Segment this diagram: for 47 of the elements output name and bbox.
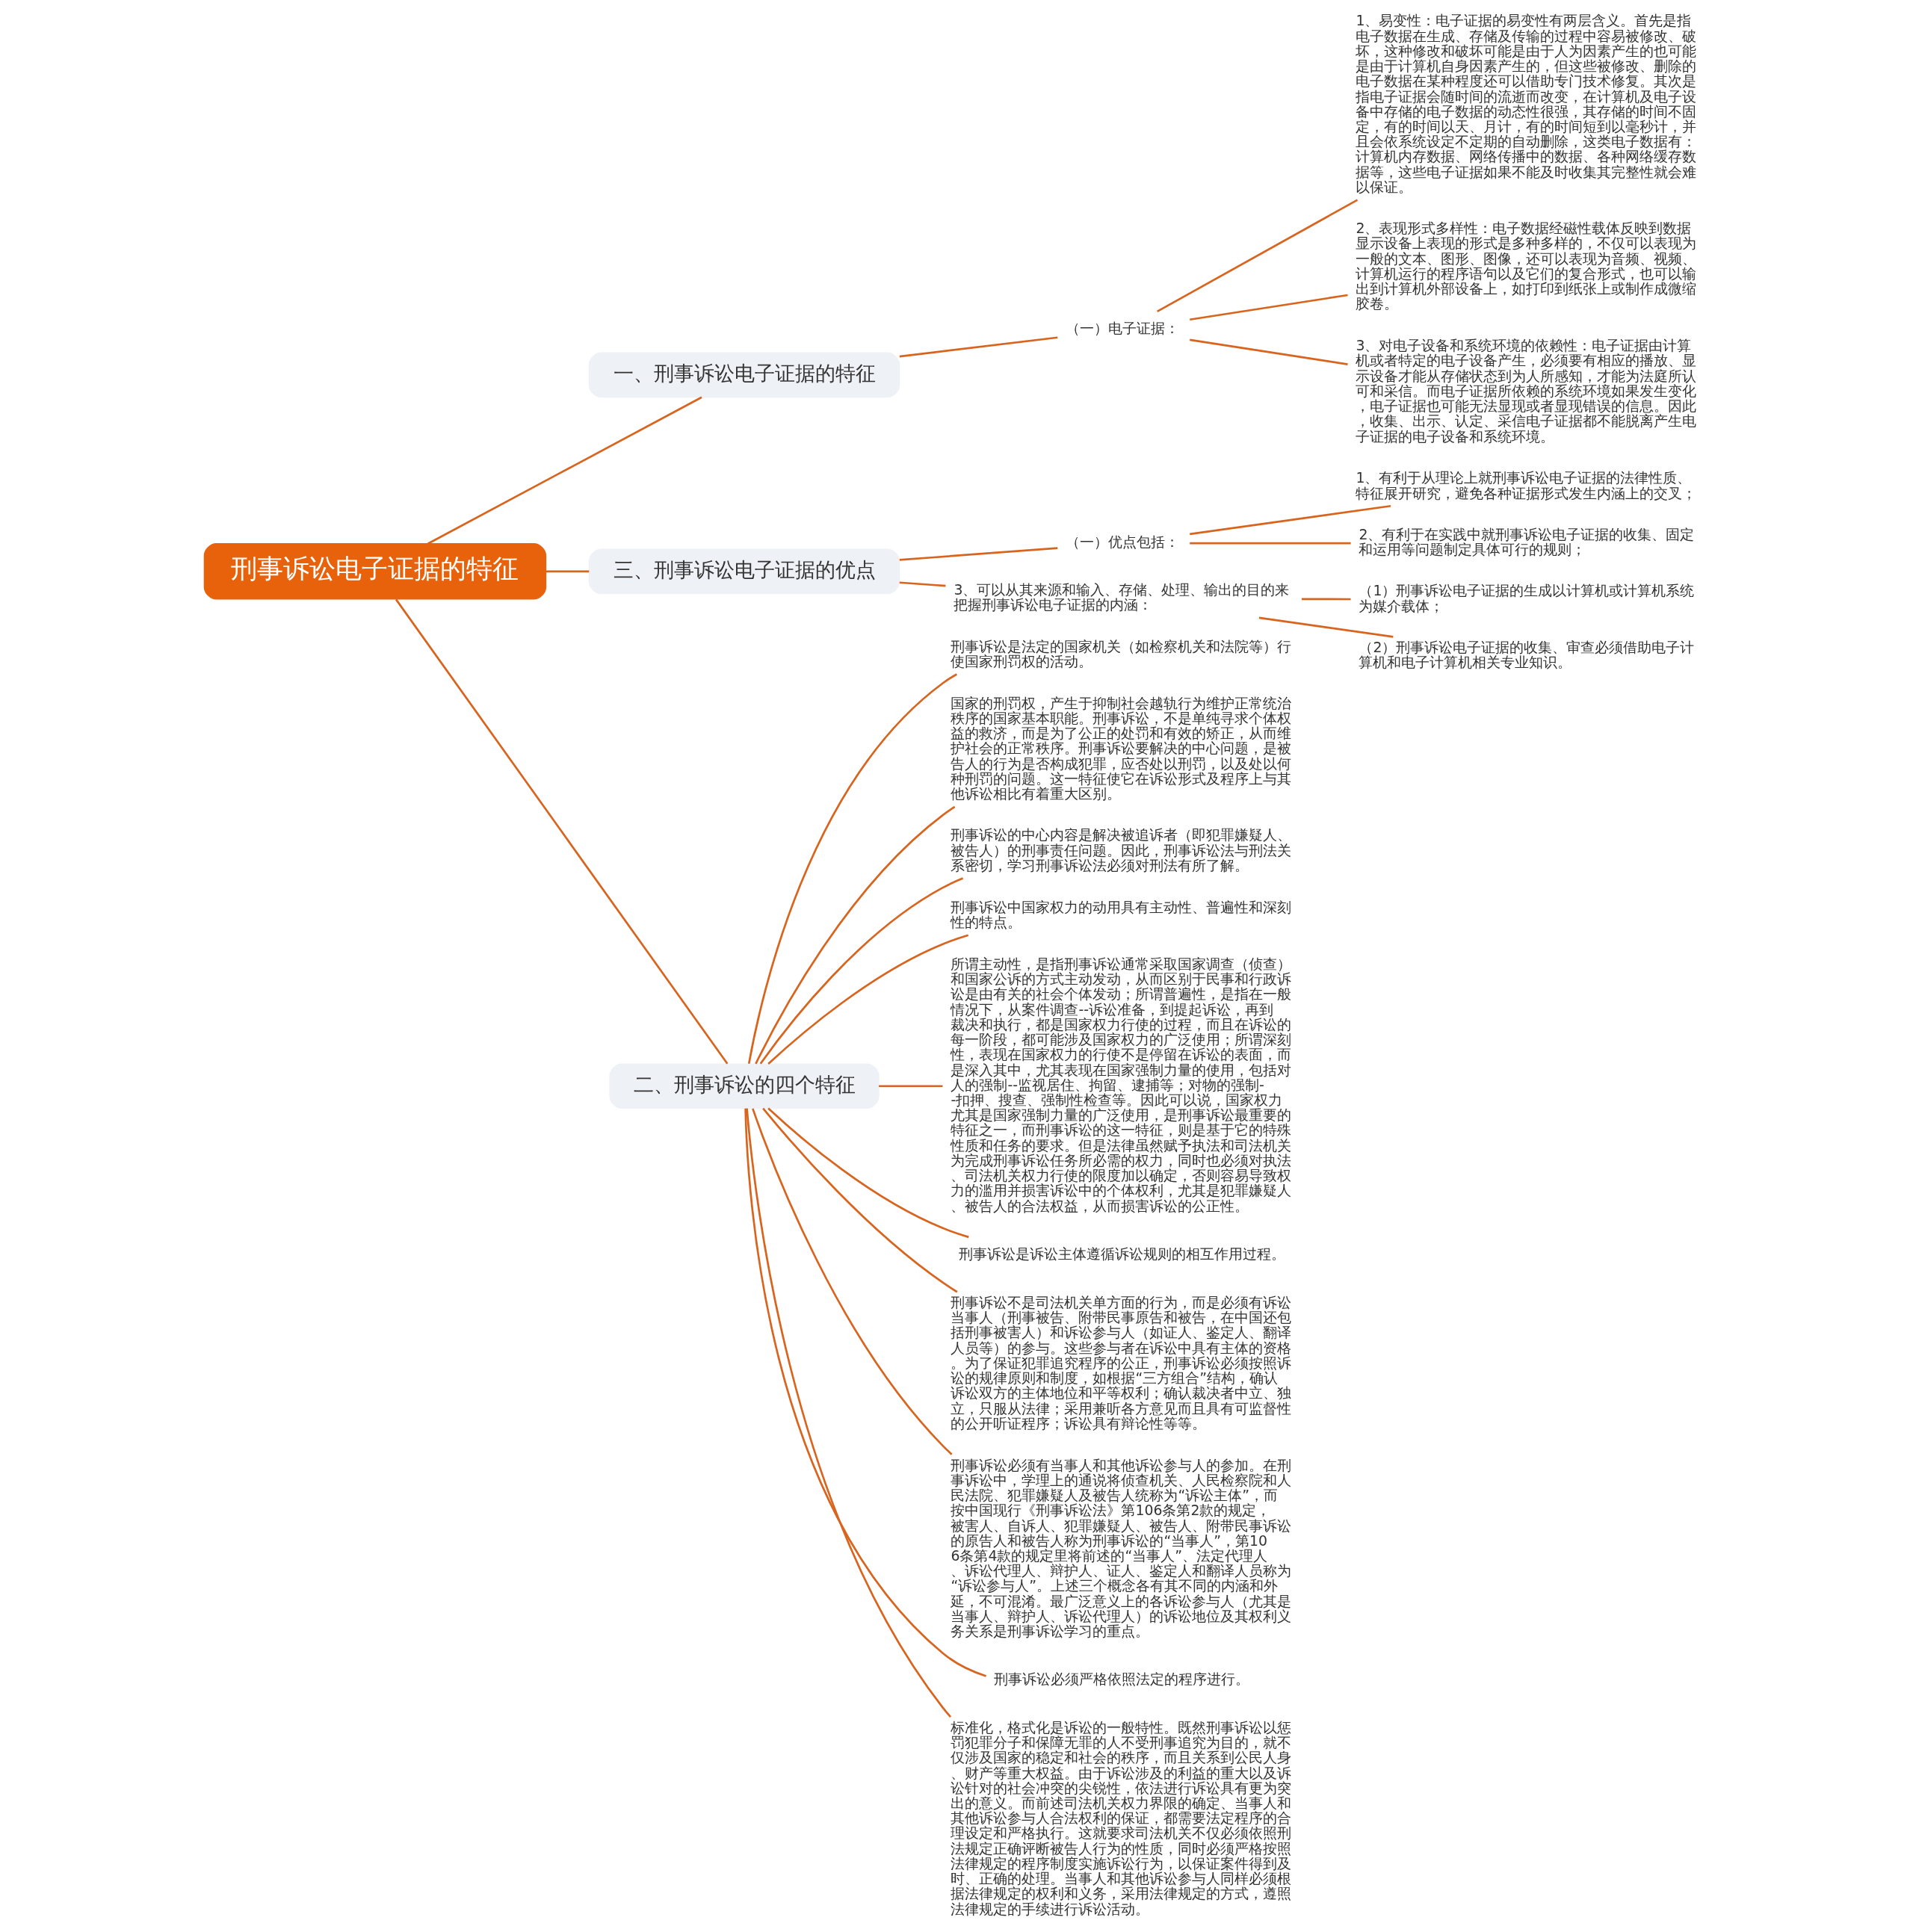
connector <box>1301 598 1350 601</box>
node-box: 一、刑事诉讼电子证据的特征 <box>588 352 900 398</box>
node-box: 刑事诉讼电子证据的特征 <box>203 543 546 600</box>
connector <box>745 1108 951 1718</box>
connector <box>747 673 957 1064</box>
node-text: （一）电子证据： <box>1065 320 1179 337</box>
node-text: 2、有利于在实践中就刑事诉讼电子证据的收集、固定和运用等问题制定具体可行的规则； <box>1358 525 1694 558</box>
node-box: 二、刑事诉讼的四个特征 <box>608 1063 880 1109</box>
connector <box>546 570 589 573</box>
connector <box>899 581 946 587</box>
node-text: 2、表现形式多样性：电子数据经磁性载体反映到数据显示设备上表现的形式是多种多样的，不仅可以表现为一般的文本、图形、图像，还可以表现为音频、视频、计算机运行的程序语句以及它们的复合形式，也可以输出到计算机外部设备上，如打印到纸张上或制作成微缩胶卷。 <box>1355 220 1696 312</box>
connector <box>395 598 728 1065</box>
connector <box>767 934 968 1065</box>
node-text: 刑事诉讼是法定的国家机关（如检察机关和法院等）行使国家刑罚权的活动。 <box>950 637 1291 669</box>
connector <box>1156 199 1358 313</box>
connector <box>899 547 1057 561</box>
node-text: 刑事诉讼必须有当事人和其他诉讼参与人的参加。在刑事诉讼中，学理上的通说将侦查机关、人民检察院和人民法院、犯罪嫌疑人及被告人统称为“诉讼主体”，而按中国现行《刑事诉讼法》第106条第2款的规定，被害人、自诉人、犯罪嫌疑人、被告人、附带民事诉讼的原告人和被告人称为刑事诉讼的“当事人”，第106条第4款的规定里将前述的“当事人”、法定代理人、诉讼代理人、辩护人、证人、鉴定人和翻译人员称为“诉讼参与人”。上述三个概念各有其不同的内涵和外延，不可混淆。最广泛意义上的各诉讼参与人（尤其是当事人、辩护人、诉讼代理人）的诉讼地位及其权利义务关系是刑事诉讼学习的重点。 <box>950 1456 1291 1640</box>
node-text: 1、有利于从理论上就刑事诉讼电子证据的法律性质、特征展开研究，避免各种证据形式发生内涵上的交叉； <box>1355 469 1696 501</box>
connector <box>754 805 955 1065</box>
connector <box>1189 504 1391 536</box>
node-text: （一）优点包括： <box>1065 533 1179 551</box>
node-text: 刑事诉讼是诉讼主体遵循诉讼规则的相互作用过程。 <box>958 1245 1285 1263</box>
node-text: 刑事诉讼的中心内容是解决被追诉者（即犯罪嫌疑人、被告人）的刑事责任问题。因此，刑事诉讼法与刑法关系密切，学习刑事诉讼法必须对刑法有所了解。 <box>950 826 1291 873</box>
connector <box>767 1107 969 1239</box>
node-text: 国家的刑罚权，产生于抑制社会越轨行为维护正常统治秩序的国家基本职能。刑事诉讼，不是单纯寻求个体权益的救济，而是为了公正的处罚和有效的矫正，从而维护社会的正常秩序。刑事诉讼要解决的中心问题，是被告人的行为是否构成犯罪，应否处以刑罚，以及处以何种刑罚的问题。这一特征使它在诉讼形式及程序上与其他诉讼相比有着重大区别。 <box>950 694 1291 802</box>
node-text: （2）刑事诉讼电子证据的收集、审查必须借助电子计算机和电子计算机相关专业知识。 <box>1358 638 1694 671</box>
connector <box>759 877 963 1065</box>
connector <box>427 396 702 545</box>
connector <box>1258 616 1394 638</box>
node-box: 三、刑事诉讼电子证据的优点 <box>588 548 900 595</box>
node-text: 所谓主动性，是指刑事诉讼通常采取国家调查（侦查）和国家公诉的方式主动发动，从而区别于民事和行政诉讼是由有关的社会个体发动；所谓普遍性，是指在一般情况下，从案件调查--诉讼准备，到提起诉讼，再到裁决和执行，都是国家权力行使的过程，而且在诉讼的每一阶段，都可能涉及国家权力的广泛使用；所谓深刻性，表现在国家权力的行使不是停留在诉讼的表面，而是深入其中，尤其表现在国家强制力量的使用，包括对人的强制--监视居住、拘留、逮捕等；对物的强制--扣押、搜查、强制性检查等。因此可以说，国家权力尤其是国家强制力量的广泛使用，是刑事诉讼最重要的特征之一，而刑事诉讼的这一特征，则是基于它的特殊性质和任务的要求。但是法律虽然赋予执法和司法机关为完成刑事诉讼任务所必需的权力，同时也必须对执法、司法机关权力行使的限度加以确定，否则容易导致权力的滥用并损害诉讼中的个体权利，尤其是犯罪嫌疑人、被告人的合法权益，从而损害诉讼的公正性。 <box>950 955 1291 1214</box>
connector <box>899 336 1057 358</box>
node-text: 1、易变性：电子证据的易变性有两层含义。首先是指电子数据在生成、存储及传输的过程中容易被修改、破坏，这种修改和破坏可能是由于人为因素产生的也可能是由于计算机自身因素产生的，但这些被修改、删除的电子数据在某种程度还可以借助专门技术修复。其次是指电子证据会随时间的流逝而改变，在计算机及电子设备中存储的电子数据的动态性很强，其存储的时间不固定，有的时间以天、月计，有的时间短到以毫秒计，并且会依系统设定不定期的自动删除，这类电子数据有：计算机内存数据、网络传播中的数据、各种网络缓存数据等，这些电子证据如果不能及时收集其完整性就会难以保证。 <box>1355 12 1696 195</box>
node-text: 标准化，格式化是诉讼的一般特性。既然刑事诉讼以惩罚犯罪分子和保障无罪的人不受刑事追究为目的，就不仅涉及国家的稳定和社会的秩序，而且关系到公民人身、财产等重大权益。由于诉讼涉及的利益的重大以及诉讼针对的社会冲突的尖锐性，依法进行诉讼具有更为突出的意义。而前述司法机关权力界限的确定、当事人和其他诉讼参与人合法权利的保证，都需要法定程序的合理设定和严格执行。这就要求司法机关不仅必须依照刑法规定正确评断被告人行为的性质，同时必须严格按照法律规定的程序制度实施诉讼行为，以保证案件得到及时、正确的处理。当事人和其他诉讼参与人同样必须根据法律规定的权利和义务，采用法律规定的方式，遵照法律规定的手续进行诉讼活动。 <box>950 1718 1291 1917</box>
node-text: 3、可以从其来源和输入、存储、处理、输出的目的来把握刑事诉讼电子证据的内涵： <box>953 581 1289 613</box>
node-text: （1）刑事诉讼电子证据的生成以计算机或计算机系统为媒介载体； <box>1358 582 1694 614</box>
connector <box>1189 542 1351 545</box>
connector <box>751 1108 953 1455</box>
connector <box>1189 338 1348 365</box>
node-text: 刑事诉讼不是司法机关单方面的行为，而是必须有诉讼当事人（刑事被告、附带民事原告和被告，在中国还包括刑事被害人）和诉讼参与人（如证人、鉴定人、翻译人员等）的参与。这些参与者在诉讼中具有主体的资格。为了保证犯罪追究程序的公正，刑事诉讼必须按照诉讼的规律原则和制度，如根据“三方组合”结构，确认诉讼双方的主体地位和平等权利；确认裁决者中立、独立，只服从法律；采用兼听各方意见而且具有可监督性的公开听证程序；诉讼具有辩论性等等。 <box>950 1293 1291 1431</box>
connector <box>761 1107 958 1293</box>
connector <box>744 1108 986 1677</box>
node-text: 3、对电子设备和系统环境的依赖性：电子证据由计算机或者特定的电子设备产生，必须要有相应的播放、显示设备才能从存储状态到为人所感知，才能为法庭所认可和采信。而电子证据所依赖的系统环境如果发生变化，电子证据也可能无法显现或者显现错误的信息。因此，收集、出示、认定、采信电子证据都不能脱离产生电子证据的电子设备和系统环境。 <box>1355 337 1696 445</box>
node-text: 刑事诉讼中国家权力的动用具有主动性、普遍性和深刻性的特点。 <box>950 898 1291 931</box>
connector <box>878 1085 942 1088</box>
connector <box>1189 294 1348 321</box>
node-text: 刑事诉讼必须严格依照法定的程序进行。 <box>993 1671 1249 1688</box>
